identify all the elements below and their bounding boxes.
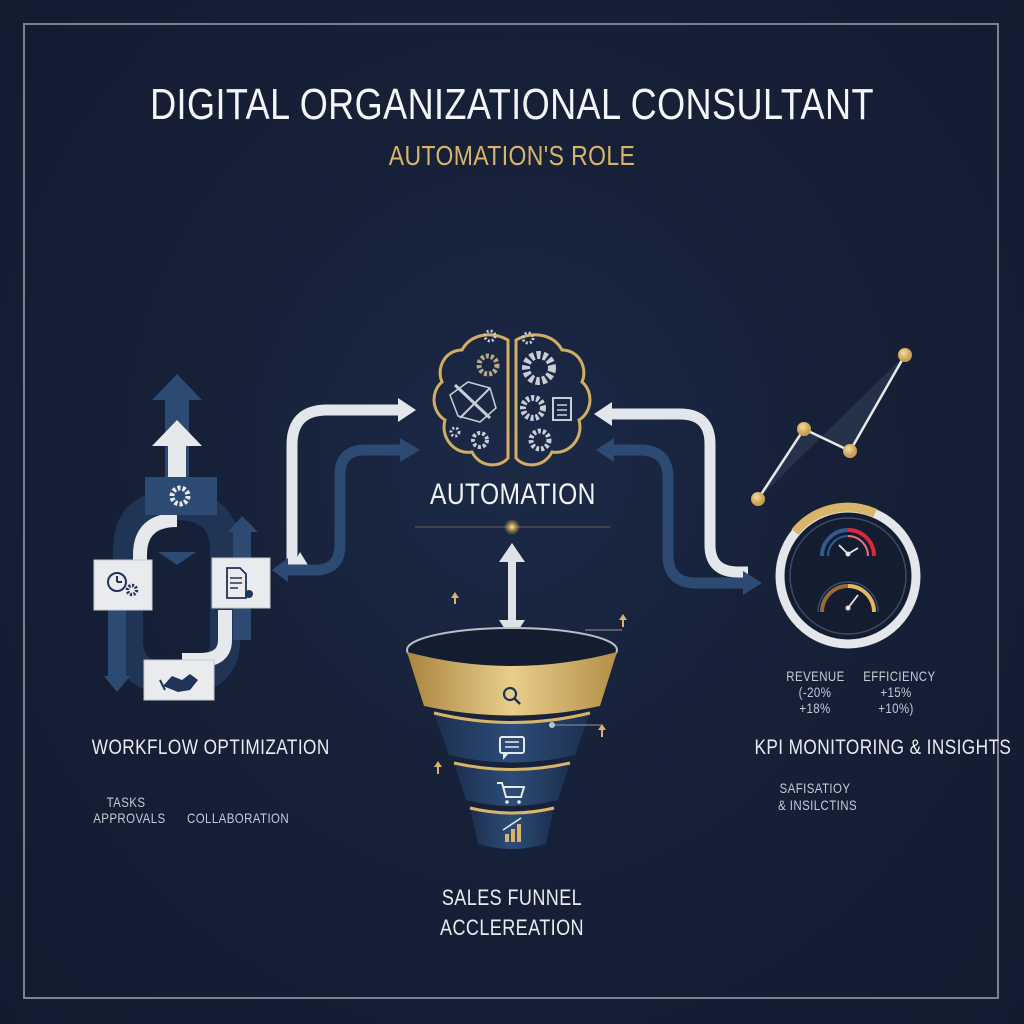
kpi-metric-revenue-line1: (-20% xyxy=(798,684,832,700)
workflow-item-collaboration: COLLABORATION xyxy=(187,810,290,826)
workflow-automation-box xyxy=(145,477,217,515)
kpi-metric-efficiency-line1: +15% xyxy=(880,684,912,700)
growth-chart-icon xyxy=(502,817,522,842)
glow-dot xyxy=(504,519,520,535)
kpi-metric-revenue-name: REVENUE xyxy=(786,668,845,684)
tasks-box xyxy=(93,559,153,611)
kpi-metric-revenue-line2: +18% xyxy=(799,700,831,716)
kpi-to-automation-arrow xyxy=(594,402,748,578)
sales-funnel xyxy=(406,543,627,849)
cart-icon xyxy=(497,782,526,804)
gold-up-arrows xyxy=(434,592,627,774)
search-icon xyxy=(502,686,521,705)
automation-to-kpi-arrow xyxy=(596,438,762,595)
document-approval-icon xyxy=(226,567,253,599)
collaboration-box xyxy=(143,659,215,701)
clock-gear-icon xyxy=(107,572,139,597)
kpi-gauge-dial xyxy=(775,502,921,649)
page-subtitle: AUTOMATION'S ROLE xyxy=(388,140,636,171)
workflow-cycle xyxy=(104,374,258,696)
chat-icon xyxy=(499,736,525,760)
kpi-footer-line1: SAFISATIOY xyxy=(779,780,851,796)
kpi-metric-efficiency-name: EFFICIENCY xyxy=(863,668,936,684)
workflow-to-automation-arrow xyxy=(286,398,416,567)
page-title: DIGITAL ORGANIZATIONAL CONSULTANT xyxy=(150,80,874,129)
automation-to-workflow-arrow xyxy=(272,438,420,582)
bidirectional-arrow xyxy=(499,543,525,640)
kpi-metric-efficiency-line2: +10%) xyxy=(878,700,914,716)
kpi-monitoring-title: KPI MONITORING & INSIGHTS xyxy=(754,736,1012,759)
approvals-box xyxy=(211,557,271,609)
brain-gears-icon xyxy=(432,329,592,467)
kpi-trend-line-chart xyxy=(751,348,912,506)
workflow-item-approvals: APPROVALS xyxy=(93,810,166,826)
kpi-footer-line2: & INSILCTINS xyxy=(778,797,858,813)
efficiency-gauge xyxy=(817,581,879,613)
revenue-gauge xyxy=(820,528,876,557)
gear-network-icon xyxy=(169,485,191,507)
workflow-item-tasks: TASKS xyxy=(106,794,146,810)
automation-label: AUTOMATION xyxy=(430,478,596,511)
sales-funnel-title-line2: ACCLEREATION xyxy=(440,915,584,940)
handshake-icon xyxy=(159,674,198,692)
sales-funnel-title-line1: SALES FUNNEL xyxy=(441,885,583,910)
workflow-optimization-title: WORKFLOW OPTIMIZATION xyxy=(91,736,330,759)
